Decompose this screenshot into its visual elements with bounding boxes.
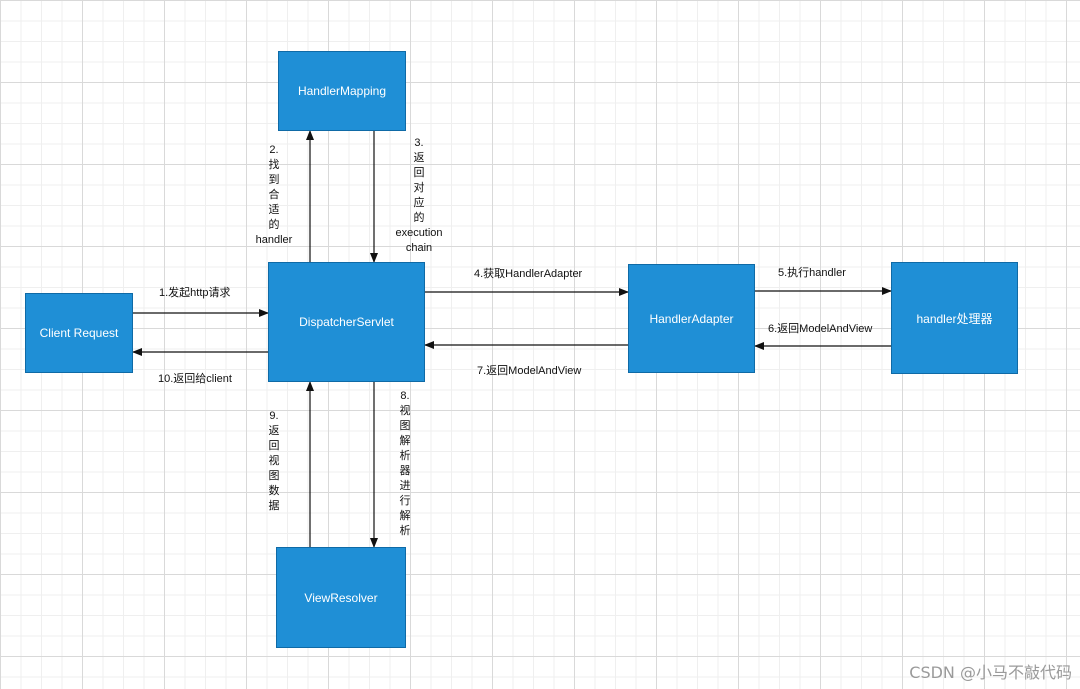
node-dispatcher-servlet[interactable]: DispatcherServlet [268, 262, 425, 382]
edge-label-2: 2. 找 到 合 适 的 handler [255, 144, 293, 246]
edge-label-9: 9. 返 回 视 图 数 据 [268, 410, 280, 512]
node-dispatcher-servlet-label: DispatcherServlet [299, 315, 394, 329]
edge-label-10: 10.返回给client [158, 373, 232, 385]
watermark: CSDN @小马不敲代码 [909, 663, 1072, 682]
node-handler-mapping-label: HandlerMapping [297, 84, 387, 98]
node-handler-processor-label: handler处理器 [916, 311, 993, 326]
edge-label-4: 4.获取HandlerAdapter [474, 268, 583, 280]
node-handler-mapping[interactable]: HandlerMapping [278, 51, 406, 131]
node-handler-adapter[interactable]: HandlerAdapter [628, 264, 755, 373]
node-handler-processor[interactable]: handler处理器 [891, 262, 1018, 374]
node-view-resolver-label: ViewResolver [304, 590, 378, 605]
edge-label-3: 3. 返 回 对 应 的 execution chain [395, 137, 443, 254]
node-handler-adapter-label: HandlerAdapter [649, 311, 734, 326]
edge-label-6: 6.返回ModelAndView [768, 323, 873, 335]
edge-label-5: 5.执行handler [778, 267, 846, 279]
node-client-request-label: Client Request [39, 326, 119, 340]
edge-label-1: 1.发起http请求 [159, 287, 231, 299]
node-client-request[interactable]: Client Request [25, 293, 133, 373]
edge-label-7: 7.返回ModelAndView [477, 365, 582, 377]
edge-label-8: 8. 视 图 解 析 器 进 行 解 析 [399, 390, 411, 537]
node-view-resolver[interactable]: ViewResolver [276, 547, 406, 648]
